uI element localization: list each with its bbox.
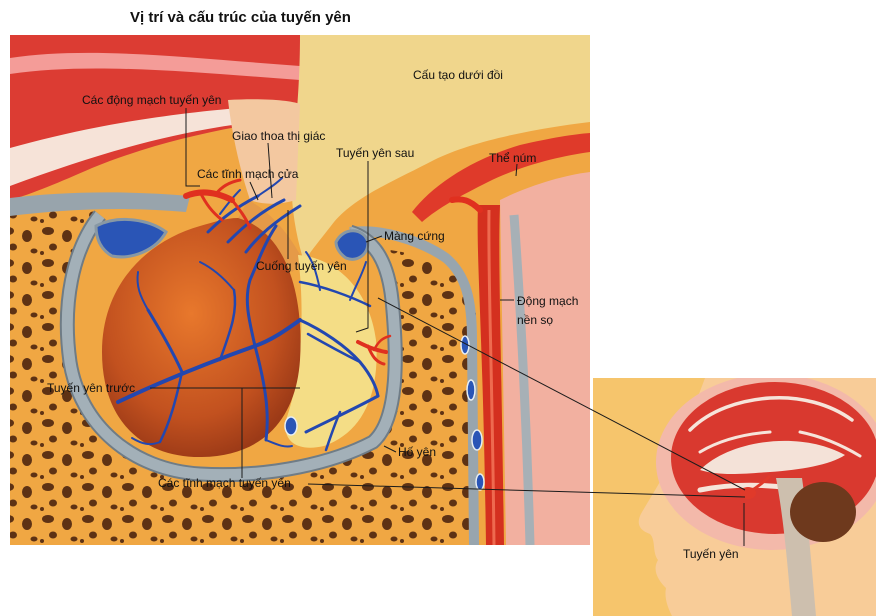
label-sella-turcica: Hố yên	[398, 445, 436, 459]
sinus-small	[476, 474, 484, 490]
label-basilar-artery-line1: Động mạch	[517, 294, 578, 308]
label-dura-mater: Màng cứng	[384, 229, 445, 243]
label-basilar-artery-line2: nền sọ	[517, 313, 553, 327]
label-posterior-pituitary: Tuyến yên sau	[336, 146, 414, 160]
head-inset	[593, 374, 876, 616]
label-inset-pituitary: Tuyến yên	[683, 547, 739, 561]
label-mammillary-body: Thể núm	[489, 151, 536, 165]
sinus-small	[472, 430, 482, 450]
label-optic-chiasm: Giao thoa thị giác	[232, 129, 325, 143]
main-illustration	[10, 35, 590, 545]
sinus-small	[285, 417, 297, 435]
sinus-small	[467, 380, 475, 400]
label-hypophyseal-veins: Các tĩnh mạch tuyến yên	[158, 476, 291, 490]
label-hypophyseal-arteries: Các động mạch tuyến yên	[82, 93, 221, 107]
label-anterior-pituitary: Tuyến yên trước	[47, 381, 135, 395]
label-pituitary-stalk: Cuống tuyến yên	[256, 259, 347, 273]
label-hypothalamus: Cấu tạo dưới đồi	[413, 68, 503, 82]
intercavernous-sinus	[336, 231, 368, 259]
cerebellum	[790, 482, 856, 542]
diagram-title: Vị trí và cấu trúc của tuyến yên	[130, 9, 351, 26]
label-portal-veins: Các tĩnh mạch cửa	[197, 167, 299, 181]
